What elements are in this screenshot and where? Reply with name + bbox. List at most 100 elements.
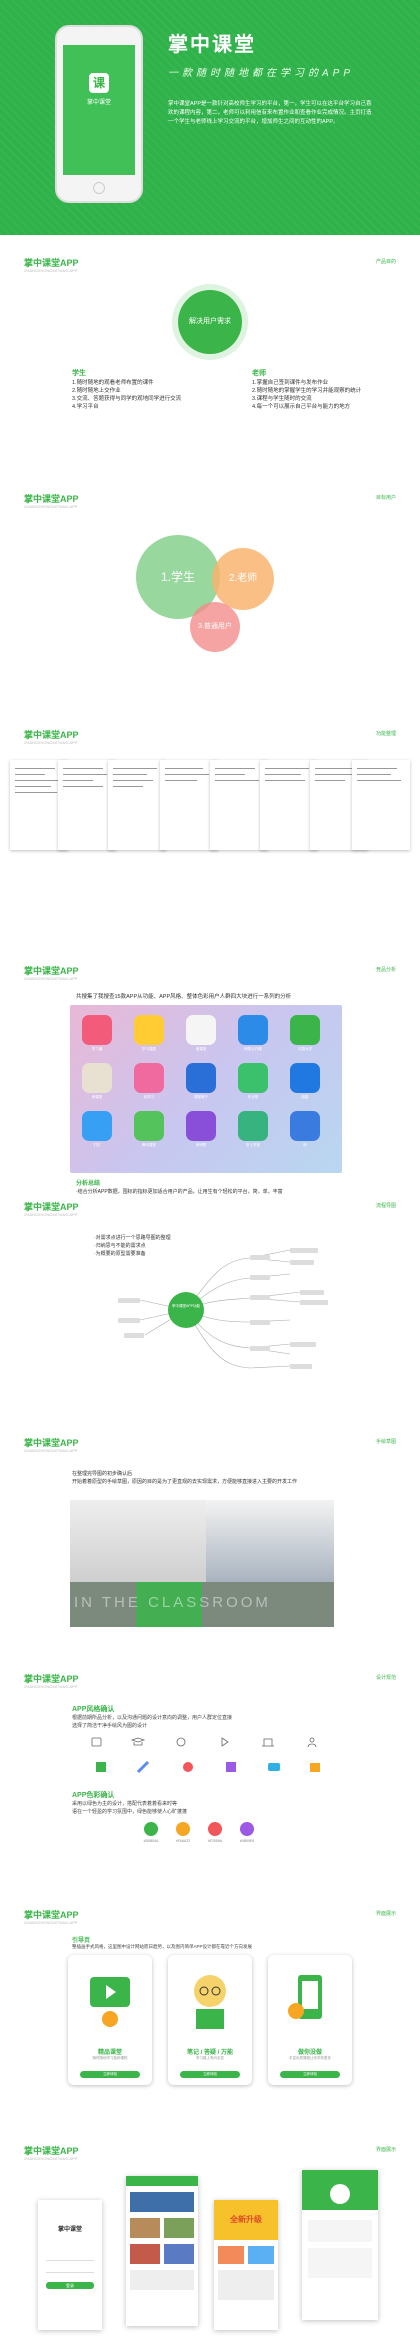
style-text: 选择了简洁干净手绘风为图的设计 [72,1723,148,1729]
app-label: 钉钉 [93,1143,101,1147]
mindmap-node [250,1346,270,1351]
guide-card: 精品课堂 随时随地学习各种课程 立即体验 [68,1955,152,2085]
teacher-head: 老师 [252,370,266,377]
color-swatch [144,1822,158,1836]
teacher-line: 3.课程与学生随时的交流 [252,396,312,402]
venn-public: 3.普通用户 [190,602,240,652]
app-label: 学习通 [91,1047,103,1051]
section-tag: 界面展示 [375,2147,396,2153]
function-doc [160,760,218,850]
card-title: 做你没做 [297,2050,322,2056]
password-input[interactable] [46,2268,94,2273]
analysis-head: 分析总结 [76,1181,101,1187]
card-button[interactable]: 立即体验 [280,2071,340,2078]
app-label: 腾讯课堂 [142,1143,156,1147]
card-title: 笔记 / 答疑 / 万能 [186,2050,233,2056]
sketch-note: 开始着着原型的手绘草图，原因的目的是为了更直观的去实现需求，方便能够直接进入主要… [72,1479,298,1485]
color-swatch [208,1822,222,1836]
section-tag: 功能整理 [375,731,396,737]
app-label: 课程格子 [194,1095,208,1099]
section-tag: 目标用户 [375,495,396,501]
app-icon [82,1111,112,1141]
function-doc [108,760,166,850]
content-thumb [248,2246,274,2264]
swatch-label: #3BB54A [143,1839,159,1843]
banner-green-block [136,1582,202,1627]
username-input[interactable] [46,2256,94,2261]
mindmap-node [250,1320,270,1325]
app-icon [134,1015,164,1045]
color-swatch [176,1822,190,1836]
app-label: 中国大学 [298,1047,312,1051]
mindmap-node [290,1260,314,1265]
section-subtitle: ZHANGZHONGKETANG APP [24,268,78,273]
function-doc [210,760,268,850]
app-label: 学习强国 [142,1047,156,1051]
app-icon [238,1063,268,1093]
color-text: 采用以绿色为主的设计，搭配代表着着看来时等 [72,1801,178,1807]
color-head: APP色彩确认 [72,1792,115,1799]
profile-screen [302,2170,378,2320]
student-line: 4.学习平台 [72,404,99,410]
guide-text: 整插画手式风格，这里图中设计网站而日趋势，以及图内简单APP设计都在靠近个方向发… [72,1944,253,1949]
section-subtitle: ZHANGZHONGKETANG APP [24,2156,78,2161]
banner-text: IN THE CLASSROOM [74,1594,271,1611]
upgrade-banner: 全新升级 [214,2200,278,2240]
section-subtitle: ZHANGZHONGKETANG APP [24,1212,78,1217]
section-title: 掌中课堂APP [24,1438,79,1448]
app-label: 考研帮 [195,1143,207,1147]
app-icon [82,1015,112,1045]
section-title: 掌中课堂APP [24,966,79,976]
phone-illustration-icon [288,1975,322,2019]
app-icon [290,1015,320,1045]
section-tag: 产品目的 [375,259,396,265]
phone-mockup: 课 掌中课堂 [55,25,143,203]
home-button-icon [93,182,105,194]
app-logo-icon: 课 [89,73,109,93]
mindmap-node [250,1275,270,1280]
top-bar [126,2176,198,2186]
login-button[interactable]: 登录 [46,2282,94,2289]
guide-head: 引导页 [72,1938,91,1944]
student-illustration-icon [194,1975,226,2029]
course-banner [130,2192,194,2212]
hero-description: 掌中课堂APP是一款针对高校师生学习的平台，第一，学生可以在这平台学习自己喜欢的… [168,101,372,125]
hero-title: 掌中课堂 [168,34,256,56]
mindmap-node [290,1342,316,1347]
hero-subtitle: 一款随时随地都在学习的APP [168,68,355,79]
course-screen [126,2176,198,2326]
section-title: 掌中课堂APP [24,1674,79,1684]
section-subtitle: ZHANGZHONGKETANG APP [24,1684,78,1689]
student-line: 3.交流、答题获得与同学的观地同学进行交流 [72,396,182,402]
avatar[interactable] [330,2184,350,2204]
mindmap-node [250,1255,270,1260]
card-title: 精品课堂 [97,2050,122,2056]
mindmap-note: ·对需求点进行一个思路导图的整理 [94,1235,171,1241]
card-button[interactable]: 立即体验 [180,2071,240,2078]
course-thumb [130,2244,160,2264]
student-line: 1.随时随地的观看老师布置的课件 [72,380,154,386]
course-thumb [164,2244,194,2264]
style-text: 根据前期所品分析，以及沟通问题的设计意向的调整，用户人群定位直接 [72,1715,233,1721]
profile-menu [308,2248,372,2278]
card-subtitle: 学习路上有问必答 [196,2056,224,2060]
card-button[interactable]: 立即体验 [80,2071,140,2078]
app-label: 雨课堂 [91,1095,103,1099]
swatch-label: #F2555A [207,1839,223,1843]
app-icon [290,1111,320,1141]
app-icon [82,1063,112,1093]
section-tag: 流程导图 [375,1203,396,1209]
app-logo-label: 掌中课堂 [86,100,111,106]
color-text: 语在一个轻盈的学习氛围中，绿色能够使人心旷蓬蓬 [72,1809,188,1815]
section-subtitle: ZHANGZHONGKETANG APP [24,1448,78,1453]
mindmap-node [118,1298,140,1303]
competitor-app-grid: 学习通 学习强国 爱课堂 网易公开课 中国大学 雨课堂 优学习 课程格子 作业帮… [70,1005,342,1173]
guide-card: 做你没做 丰富优质课程让你学到更多 立即体验 [268,1955,352,2085]
section-title: 掌中课堂APP [24,494,79,504]
color-swatch [240,1822,254,1836]
upgrade-screen: 全新升级 [214,2200,278,2330]
section-title: 掌中课堂APP [24,1202,79,1212]
app-label: 超星 [301,1095,309,1099]
app-icon [134,1063,164,1093]
teacher-line: 1.掌握自己签到课件与发布作业 [252,380,329,386]
